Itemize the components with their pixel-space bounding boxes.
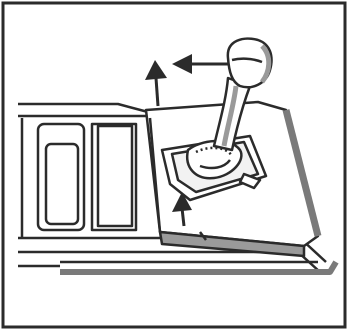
illustration-canvas (0, 0, 348, 330)
gear-shift-illustration (0, 0, 348, 330)
